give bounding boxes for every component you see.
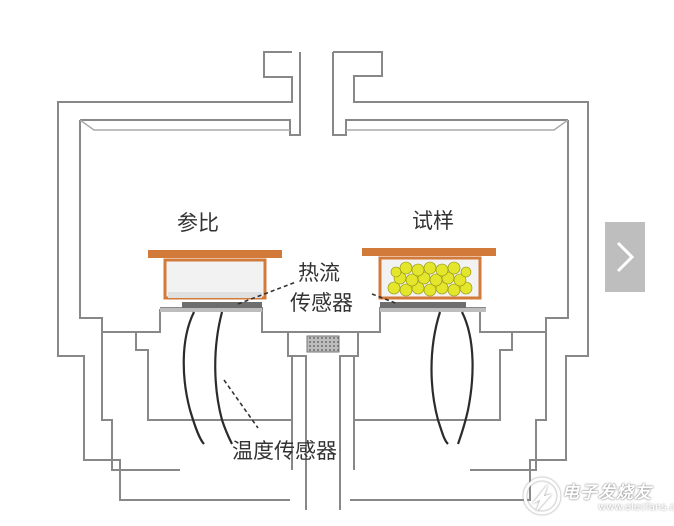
watermark-url: www.elecfans.com (598, 502, 674, 513)
right-sensor-plate (380, 302, 466, 308)
elecfans-logo-icon (523, 477, 561, 515)
thermocouple-wires (182, 311, 474, 445)
heat-flow-sensor-label-line2: 传感器 (290, 291, 353, 315)
watermark: 电子发烧友 www.elecfans.com (520, 472, 674, 522)
carousel-next-button[interactable] (605, 222, 645, 292)
right-sensor-base (380, 308, 486, 312)
right-lower-chamber (353, 332, 547, 471)
leader-lines (223, 281, 399, 429)
furnace-lid-left-lip (79, 119, 290, 131)
left-sensor-base (160, 308, 262, 312)
reference-label: 参比 (177, 211, 219, 235)
reference-pan (148, 250, 282, 300)
center-mesh-block (306, 335, 340, 353)
left-lower-chamber (101, 332, 293, 471)
temperature-sensor-label: 温度传感器 (232, 439, 337, 463)
watermark-brand: 电子发烧友 (562, 483, 652, 503)
sample-pan (362, 248, 496, 300)
sample-beads (387, 261, 473, 297)
sample-label: 试样 (412, 209, 454, 233)
center-column (287, 332, 359, 510)
heat-flow-sensor-label-line1: 热流 (298, 261, 340, 285)
furnace-lid-right-lip (346, 119, 569, 131)
chevron-right-icon (616, 241, 635, 273)
left-sensor-plate (182, 302, 262, 308)
furnace-wall-left-inner (80, 52, 301, 136)
